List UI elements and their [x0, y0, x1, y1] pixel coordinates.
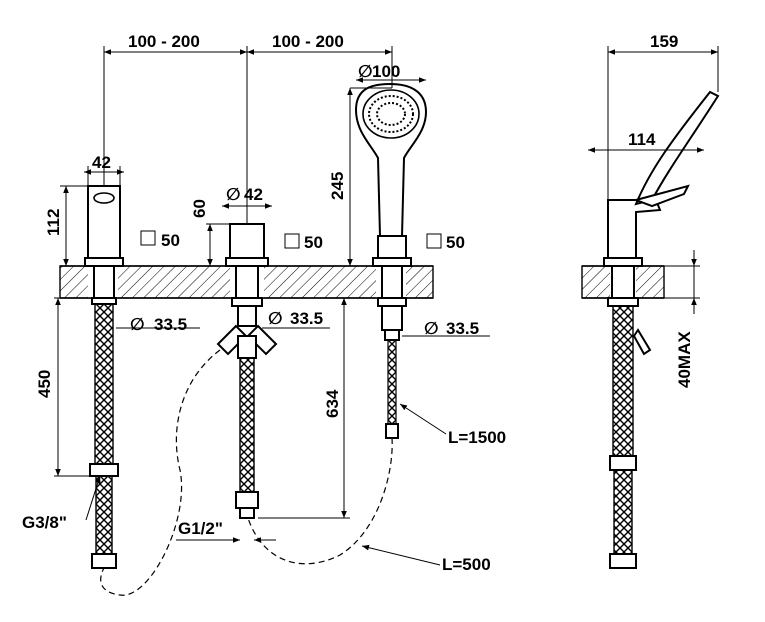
square-symbol	[426, 233, 442, 249]
spout-shank-label: 33.5	[154, 315, 187, 334]
valve-height-label: 60	[190, 199, 209, 218]
valve-diameter-label: 42	[244, 185, 263, 204]
side-depth-label: 114	[628, 130, 656, 149]
side-dimension-lines	[588, 46, 719, 314]
spout-body	[84, 185, 124, 569]
diameter-symbol: ∅	[358, 62, 373, 81]
connector-hose-label: L=500	[442, 555, 491, 574]
hose-length-left-label: 450	[35, 370, 54, 398]
side-view-body	[603, 90, 720, 569]
hand-shower	[354, 82, 428, 439]
spout-height-label: 112	[44, 209, 63, 236]
valve-square-label: 50	[304, 233, 323, 252]
deck-max-label: 40MAX	[675, 331, 694, 388]
shower-shank-label: 33.5	[446, 319, 479, 338]
side-width-label: 159	[650, 32, 678, 51]
spacing-right-label: 100 - 200	[272, 32, 344, 51]
shower-hose	[247, 437, 393, 565]
mixer-valve-body	[216, 223, 278, 519]
diameter-symbol: ∅	[424, 319, 439, 338]
square-symbol	[140, 230, 156, 246]
thread-left-label: G3/8"	[22, 513, 67, 532]
diameter-symbol: ∅	[226, 185, 241, 204]
square-symbol	[284, 233, 300, 249]
spout-square-label: 50	[161, 231, 180, 250]
thread-mid-label: G1/2"	[178, 519, 223, 538]
diameter-symbol: ∅	[130, 315, 145, 334]
shower-hose-label: L=1500	[448, 428, 506, 447]
valve-shank-label: 33.5	[290, 309, 323, 328]
valve-hose-length-label: 634	[323, 389, 342, 418]
dimension-lines	[54, 46, 490, 566]
spacing-left-label: 100 - 200	[128, 32, 200, 51]
connector-hose	[100, 349, 221, 596]
shower-square-label: 50	[446, 233, 465, 252]
shower-diameter-label: 100	[372, 62, 400, 81]
diameter-symbol: ∅	[268, 309, 283, 328]
spout-width-label: 42	[92, 153, 111, 172]
shower-height-label: 245	[328, 172, 347, 200]
